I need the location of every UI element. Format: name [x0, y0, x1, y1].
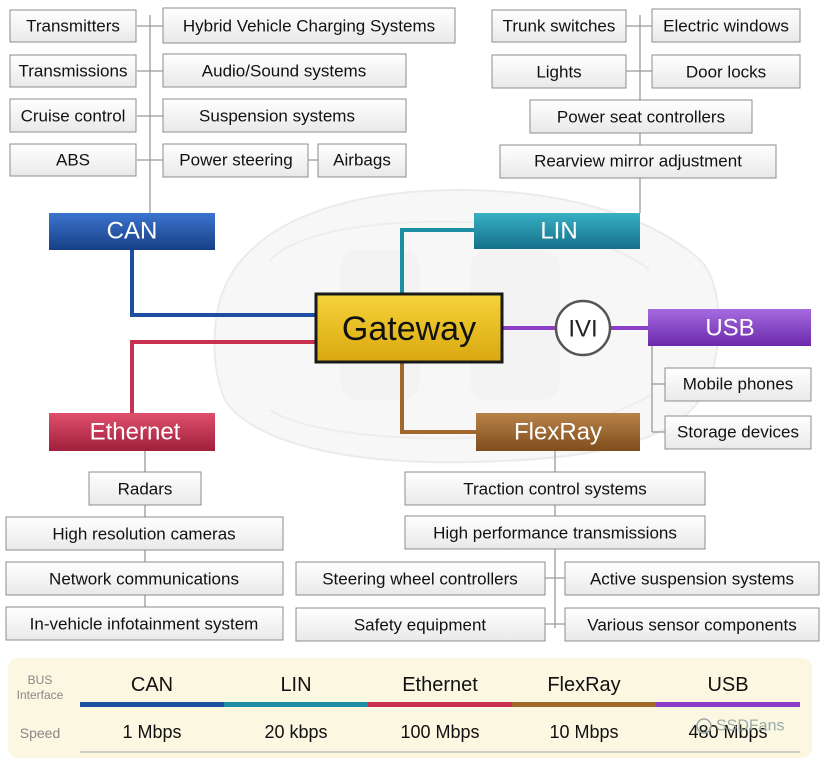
svg-text:Network communications: Network communications — [49, 570, 239, 589]
flexray-device-traction: Traction control systems — [404, 471, 706, 506]
watermark-icon — [696, 718, 712, 734]
can-device-audio: Audio/Sound systems — [162, 53, 407, 88]
svg-text:Ethernet: Ethernet — [90, 419, 181, 446]
lin-device-door-locks: Door locks — [651, 54, 801, 89]
svg-text:ABS: ABS — [56, 151, 90, 170]
svg-text:Trunk switches: Trunk switches — [503, 17, 616, 36]
table-bus-color-bar — [368, 702, 512, 707]
ethernet-device-cameras: High resolution cameras — [5, 516, 284, 551]
svg-text:IVI: IVI — [568, 316, 597, 343]
table-bus-color-bar — [512, 702, 656, 707]
can-device-power-steering: Power steering — [162, 143, 309, 178]
bus-speed-table: BUS Interface Speed CAN 1 Mbps LIN 20 kbps E… — [8, 658, 812, 758]
usb-device-mobile: Mobile phones — [664, 367, 812, 402]
svg-text:Storage devices: Storage devices — [677, 423, 799, 442]
svg-text:Airbags: Airbags — [333, 151, 391, 170]
lin-wire — [400, 228, 474, 294]
svg-text:Hybrid Vehicle Charging System: Hybrid Vehicle Charging Systems — [183, 17, 435, 36]
table-bus-name: USB — [707, 674, 748, 696]
can-device-transmitters: Transmitters — [9, 9, 137, 43]
flexray-bus-box: FlexRay — [476, 413, 640, 451]
can-device-suspension: Suspension systems — [162, 98, 407, 133]
ethernet-device-infotainment: In-vehicle infotainment system — [5, 606, 284, 641]
watermark: SSDFans — [696, 718, 784, 735]
can-tree-lines — [137, 15, 318, 213]
svg-text:Rearview mirror adjustment: Rearview mirror adjustment — [534, 152, 742, 171]
table-bus-speed: 100 Mbps — [400, 722, 479, 742]
table-bus-speed: 10 Mbps — [549, 722, 618, 742]
svg-text:Various sensor components: Various sensor components — [587, 616, 796, 635]
table-background — [8, 658, 812, 758]
bus-wires — [130, 228, 648, 434]
svg-text:Steering wheel controllers: Steering wheel controllers — [322, 570, 518, 589]
svg-text:FlexRay: FlexRay — [514, 419, 602, 446]
flexray-device-sensors: Various sensor components — [564, 607, 820, 642]
svg-text:High performance transmissions: High performance transmissions — [433, 524, 677, 543]
table-bus-speed: 480 Mbps — [688, 722, 767, 742]
ethernet-device-network: Network communications — [5, 561, 284, 596]
lin-device-power-seat: Power seat controllers — [529, 99, 753, 134]
can-wire — [130, 250, 316, 317]
lin-device-windows: Electric windows — [651, 8, 801, 43]
svg-text:Electric windows: Electric windows — [663, 17, 789, 36]
lin-device-lights: Lights — [491, 54, 627, 89]
svg-text:Door locks: Door locks — [686, 63, 766, 82]
lin-device-trunk: Trunk switches — [491, 9, 627, 43]
svg-text:Traction control systems: Traction control systems — [463, 480, 647, 499]
flexray-wire — [400, 362, 476, 434]
svg-text:Power seat controllers: Power seat controllers — [557, 108, 725, 127]
usb-bus-box: USB — [648, 309, 811, 346]
table-bus-name: Ethernet — [402, 674, 478, 696]
table-row-label-speed: Speed — [20, 725, 60, 741]
can-device-cruise: Cruise control — [9, 98, 137, 133]
svg-text:In-vehicle infotainment system: In-vehicle infotainment system — [30, 615, 259, 634]
svg-text:Suspension systems: Suspension systems — [199, 107, 355, 126]
ivi-node: IVI — [554, 299, 612, 357]
usb-tree-lines — [651, 346, 665, 433]
usb-device-storage: Storage devices — [664, 415, 812, 450]
table-bus-name: CAN — [131, 674, 173, 696]
svg-text:Radars: Radars — [118, 480, 173, 499]
flexray-device-steering-wheel: Steering wheel controllers — [295, 561, 546, 596]
table-bus-speed: 1 Mbps — [122, 722, 181, 742]
ethernet-bus-box: Ethernet — [49, 413, 215, 451]
lin-bus-box: LIN — [474, 213, 640, 249]
table-bus-color-bar — [80, 702, 224, 707]
table-row-label-bus: BUS — [28, 673, 53, 687]
can-device-abs: ABS — [9, 143, 137, 177]
gateway-box: Gateway — [314, 292, 504, 364]
can-device-transmissions: Transmissions — [9, 54, 137, 88]
table-row-label-interface: Interface — [17, 688, 64, 702]
flexray-device-hp-transmissions: High performance transmissions — [404, 515, 706, 550]
table-bus-color-bar — [656, 702, 800, 707]
table-bus-name: LIN — [280, 674, 311, 696]
svg-text:Mobile phones: Mobile phones — [683, 375, 794, 394]
svg-text:Safety equipment: Safety equipment — [354, 616, 487, 635]
svg-text:Power steering: Power steering — [179, 151, 292, 170]
flexray-device-active-suspension: Active suspension systems — [564, 561, 820, 596]
table-bus-speed: 20 kbps — [264, 722, 327, 742]
svg-text:LIN: LIN — [540, 218, 577, 245]
can-bus-box: CAN — [49, 213, 215, 250]
ethernet-wire — [130, 340, 316, 413]
svg-text:Audio/Sound systems: Audio/Sound systems — [202, 62, 366, 81]
ethernet-device-radars: Radars — [88, 471, 202, 506]
svg-text:CAN: CAN — [107, 218, 158, 245]
table-bus-name: FlexRay — [547, 674, 620, 696]
table-bus-color-bar — [224, 702, 368, 707]
svg-text:High resolution cameras: High resolution cameras — [52, 525, 235, 544]
svg-text:Gateway: Gateway — [342, 310, 476, 348]
lin-device-mirror: Rearview mirror adjustment — [499, 144, 777, 179]
can-device-airbags: Airbags — [317, 143, 407, 178]
svg-text:Transmissions: Transmissions — [19, 62, 128, 81]
svg-text:SSDFans: SSDFans — [716, 718, 784, 735]
svg-text:Transmitters: Transmitters — [26, 17, 120, 36]
svg-text:Lights: Lights — [536, 63, 581, 82]
svg-text:Active suspension systems: Active suspension systems — [590, 570, 794, 589]
svg-text:Cruise control: Cruise control — [21, 107, 126, 126]
flexray-device-safety: Safety equipment — [295, 607, 546, 642]
svg-text:USB: USB — [705, 315, 754, 342]
can-device-hybrid-charging: Hybrid Vehicle Charging Systems — [162, 7, 456, 44]
